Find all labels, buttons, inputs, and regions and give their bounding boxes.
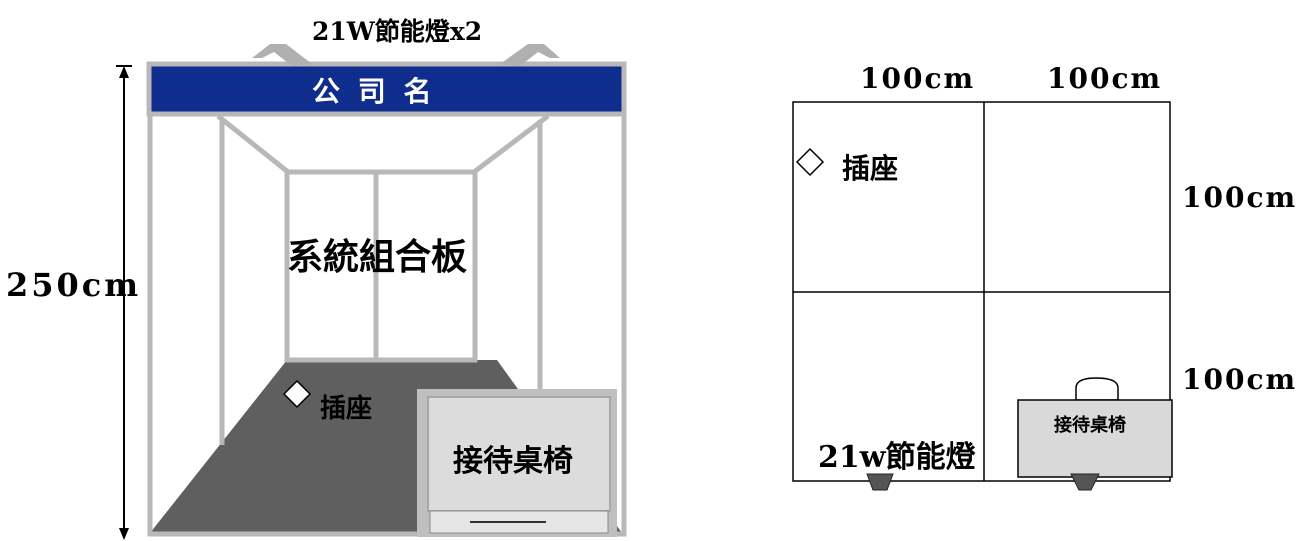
- lamp-arm-left-icon: [252, 44, 312, 66]
- height-arrow-head-bottom-icon: [119, 528, 129, 540]
- plan-desk-label: 接待桌椅: [1054, 415, 1126, 436]
- company-sign: [146, 61, 627, 117]
- dim-side-bottom: 100cm: [1182, 363, 1297, 396]
- socket-icon: [282, 379, 312, 409]
- lamp-label: 21W節能燈x2: [312, 17, 483, 46]
- desk-panel: [427, 396, 611, 512]
- plan-socket-icon: [795, 147, 825, 177]
- plan-chair-icon: [1075, 377, 1119, 401]
- plan-desk: [1017, 399, 1173, 478]
- company-name-label: 公 司 名: [312, 75, 436, 108]
- plan-lamp-left-icon: [866, 473, 894, 491]
- height-arrow-head-top-icon: [119, 66, 129, 78]
- plan-lamp-right-icon: [1070, 473, 1100, 491]
- dim-top-right: 100cm: [1047, 62, 1163, 95]
- lamp-arm-right-icon: [500, 44, 560, 66]
- height-label: 250cm: [6, 266, 142, 304]
- perspective-line: [472, 114, 550, 174]
- panel-label: 系統組合板: [287, 236, 468, 278]
- desk-label: 接待桌椅: [453, 444, 573, 479]
- perspective-line: [216, 114, 290, 174]
- plan-lamp-label: 21w節能燈: [818, 440, 976, 475]
- plan-socket-label: 插座: [842, 152, 899, 185]
- socket-label: 插座: [320, 394, 373, 424]
- dim-top-left: 100cm: [860, 62, 976, 95]
- dim-side-top: 100cm: [1182, 181, 1297, 214]
- booth-back-wall: [284, 169, 478, 363]
